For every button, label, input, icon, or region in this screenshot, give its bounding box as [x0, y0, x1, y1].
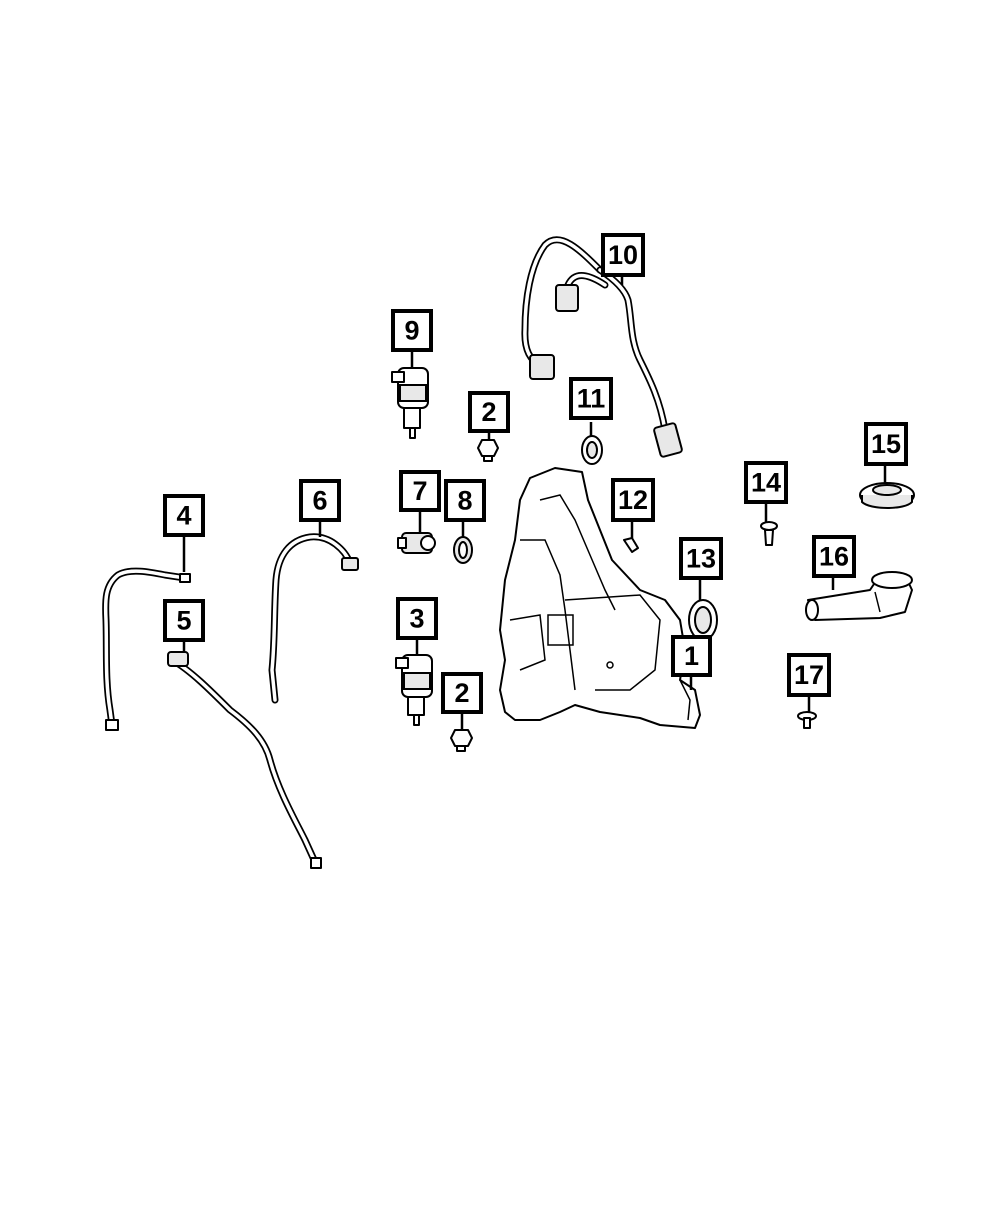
callout-9-label: 9	[404, 316, 419, 346]
callout-16: 16	[812, 535, 856, 578]
callout-3-label: 3	[409, 604, 424, 634]
part-nut-upper	[477, 439, 499, 462]
callout-4: 4	[163, 494, 205, 537]
part-nut-lower	[450, 729, 473, 752]
callout-15: 15	[864, 422, 908, 466]
callout-8: 8	[444, 479, 486, 522]
callout-1: 1	[671, 635, 712, 677]
callout-11: 11	[569, 377, 613, 420]
callout-7-label: 7	[412, 476, 427, 506]
part-level-sensor	[397, 532, 436, 554]
callout-12-label: 12	[618, 485, 648, 515]
callout-5: 5	[163, 599, 205, 642]
callout-10-label: 10	[608, 240, 638, 270]
part-filler-neck	[805, 571, 913, 621]
part-screw	[797, 711, 817, 729]
callout-5-label: 5	[176, 606, 191, 636]
callout-17-label: 17	[794, 660, 824, 690]
callout-17: 17	[787, 653, 831, 697]
part-push-pin	[760, 521, 778, 546]
callout-2-upper-label: 2	[481, 397, 496, 427]
callout-9: 9	[391, 309, 433, 352]
callout-4-label: 4	[176, 501, 191, 531]
part-hose-5	[167, 651, 322, 869]
callout-6: 6	[299, 479, 341, 522]
callout-2-lower: 2	[441, 672, 483, 714]
part-seal-8	[453, 536, 473, 564]
part-clip-12	[623, 537, 639, 553]
callout-6-label: 6	[312, 486, 327, 516]
callout-12: 12	[611, 478, 655, 522]
callout-13: 13	[679, 537, 723, 580]
callout-7: 7	[399, 470, 441, 512]
part-grommet-13	[688, 599, 718, 641]
callout-14: 14	[744, 461, 788, 504]
callout-10: 10	[601, 233, 645, 277]
callout-1-label: 1	[684, 641, 699, 671]
part-wiring-harness	[521, 236, 683, 458]
callout-15-label: 15	[871, 429, 901, 459]
callout-8-label: 8	[457, 486, 472, 516]
callout-3: 3	[396, 597, 438, 640]
part-grommet-11	[581, 435, 603, 465]
part-washer-pump-lower	[395, 654, 433, 726]
part-reservoir-tank	[499, 467, 701, 729]
callout-16-label: 16	[819, 542, 849, 572]
part-washer-pump-upper	[391, 367, 429, 439]
part-hose-4	[102, 567, 191, 731]
part-hose-6	[268, 533, 359, 704]
callout-13-label: 13	[686, 544, 716, 574]
callout-14-label: 14	[751, 468, 781, 498]
part-filler-cap	[859, 482, 915, 509]
callout-11-label: 11	[577, 384, 606, 414]
callout-2-upper: 2	[468, 391, 510, 433]
callout-2-lower-label: 2	[454, 678, 469, 708]
